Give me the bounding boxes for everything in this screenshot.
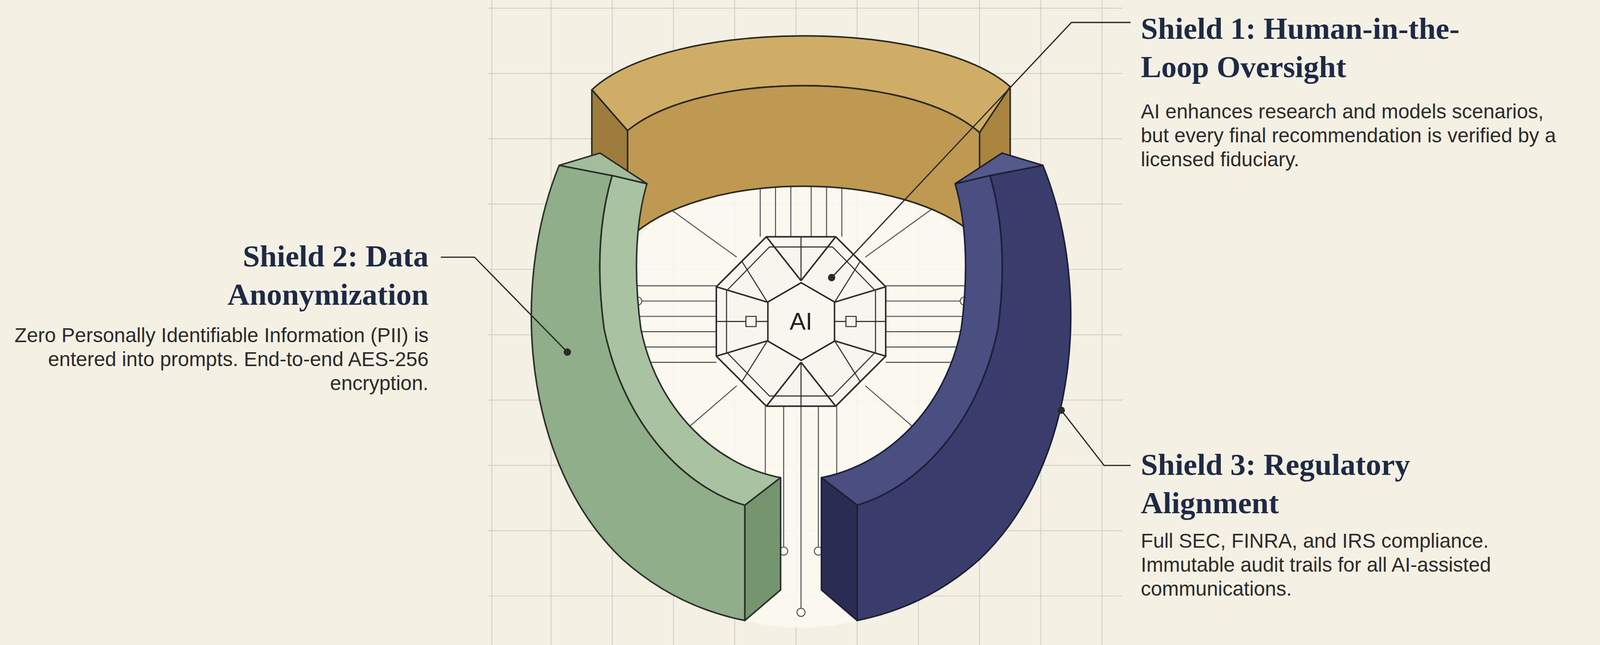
ai-core: AI: [765, 280, 837, 363]
shield-heading: Shield 2: Data Anonymization: [83, 237, 429, 314]
green-shield: [531, 152, 781, 621]
shield-callout: Shield 1: Human-in-the-Loop Oversight AI …: [1140, 9, 1563, 174]
shield-body: Full SEC, FINRA, and IRS compliance. Imm…: [1140, 529, 1563, 602]
ai-chip: [716, 236, 886, 407]
ai-label: AI: [789, 308, 812, 336]
shield-body: AI enhances research and models scenario…: [1140, 99, 1563, 172]
hexagon-outline: [767, 282, 835, 361]
shield-callout: Shield 3: Regulatory AlignmentFull SEC, …: [1140, 445, 1563, 603]
blueprint-grid: [487, 0, 1123, 645]
gold-shield: [591, 35, 1011, 241]
shield-heading: Shield 1: Human-in-the-Loop Oversight: [1140, 9, 1506, 87]
navy-shield: [821, 152, 1071, 621]
shield-callout: Shield 2: Data AnonymizationZero Persona…: [6, 237, 429, 398]
leader-lines: [440, 22, 1131, 466]
shield-body: Zero Personally Identifiable Information…: [6, 323, 429, 396]
shield-heading: Shield 3: Regulatory Alignment: [1140, 445, 1506, 523]
